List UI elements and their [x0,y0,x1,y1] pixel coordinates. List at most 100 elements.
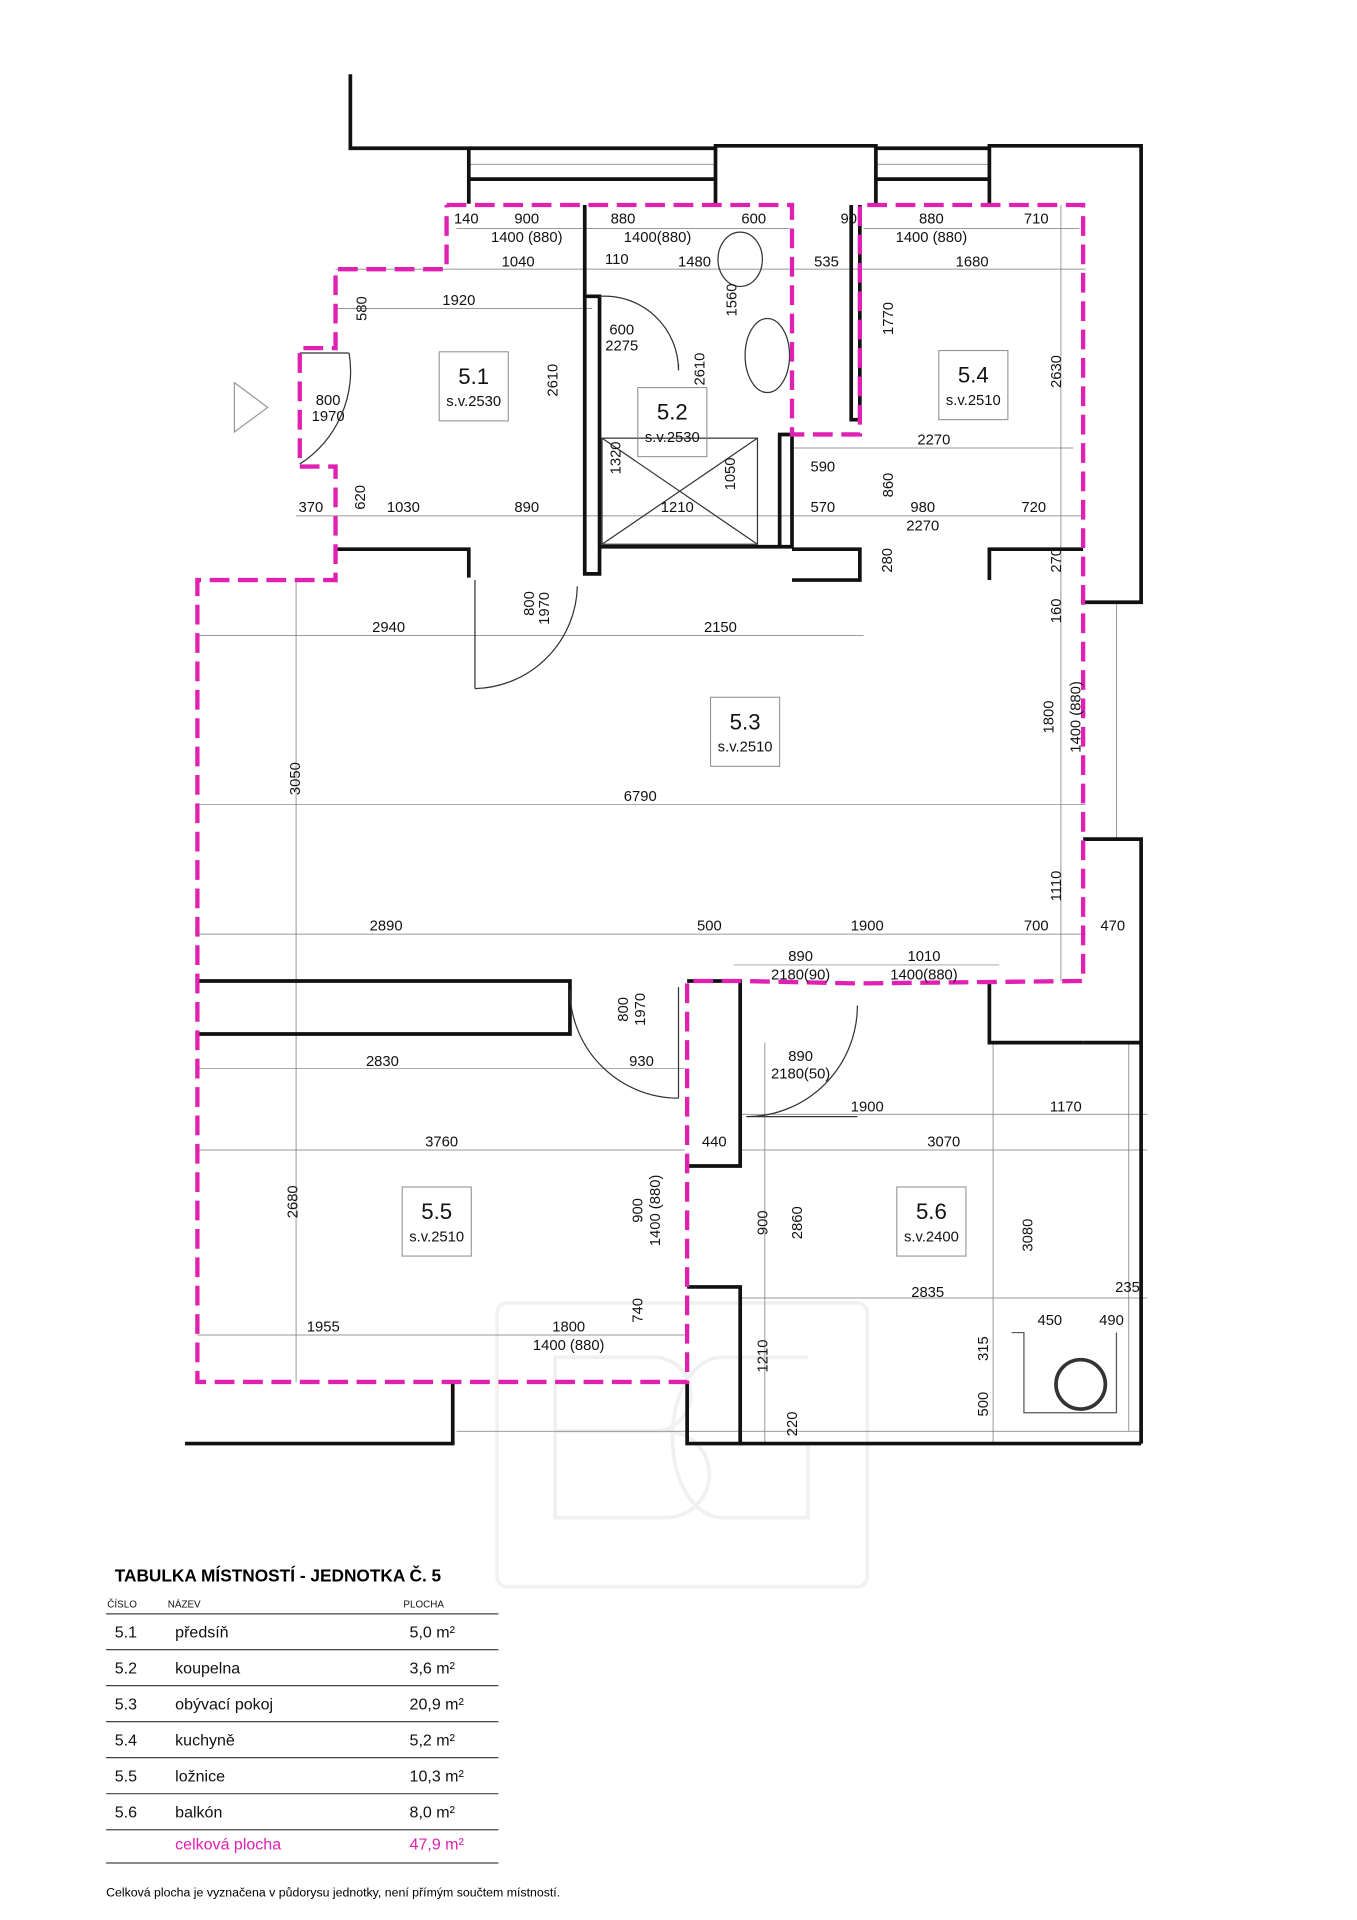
shower-tray-icon [601,437,759,545]
row-number: 5.5 [115,1767,137,1785]
dimension-label: 2610 [692,353,708,386]
row-area: 8,0 m² [410,1803,456,1821]
dimension-label: 6790 [624,789,657,805]
dimension-label: 2180(90) [771,968,830,984]
total-area: 47,9 m² [410,1835,465,1853]
dimension-label: 930 [629,1054,654,1070]
dimension-label: 600 [741,212,766,228]
dimension-label: 1900 [851,1100,884,1116]
dimension-label: 1480 [678,255,711,271]
room-number: 5.3 [730,709,761,734]
chimney-icon [1054,1357,1108,1411]
dimension-label: 700 [1024,918,1049,934]
row-number: 5.6 [115,1803,137,1821]
dimension-label: 1970 [312,409,345,425]
dimension-label: 1400(880) [890,968,958,984]
dimension-label: 270 [1049,548,1065,573]
room-height: s.v.2400 [904,1229,959,1245]
dimension-label: 2275 [605,339,638,355]
door-arc [746,1005,858,1118]
door-arc [599,295,680,371]
row-number: 5.3 [115,1695,137,1713]
dimension-label: 1920 [442,293,475,309]
dimension-label: 880 [611,212,636,228]
dimension-label: 570 [810,500,835,516]
fixtures [233,231,1118,1414]
footnote: Celková plocha je vyznačena v půdorysu j… [106,1885,560,1899]
dimension-label: 600 [609,323,634,339]
dimension-label: 1010 [908,949,941,965]
dimension-label: 1400 (880) [491,230,563,246]
row-number: 5.1 [115,1623,137,1641]
entrance-arrow-icon [233,381,269,434]
dimension-label: 2680 [285,1185,301,1218]
row-name: koupelna [175,1659,240,1677]
dimension-label: 2610 [546,364,562,397]
row-number: 5.4 [115,1731,137,1749]
dimension-label: 1560 [724,284,740,317]
dimension-label: 1680 [956,255,989,271]
room-label-2: 5.2s.v.2530 [637,387,708,458]
dimension-label: 1320 [609,441,625,474]
dimension-lines [197,163,1148,1444]
dimension-label: 2835 [911,1285,944,1301]
toilet-icon [717,231,764,288]
dimension-label: 2630 [1049,355,1065,388]
dimension-label: 440 [702,1134,727,1150]
dimension-label: 315 [976,1336,992,1361]
dimension-label: 800 [316,393,341,409]
total-area-outline [195,202,1086,1385]
dimension-label: 450 [1037,1313,1062,1329]
dimension-label: 2270 [906,519,939,535]
dimension-label: 500 [697,918,722,934]
dimension-label: 2270 [917,432,950,448]
dimension-label: 2830 [366,1054,399,1070]
dimension-label: 2180(50) [771,1066,830,1082]
room-height: s.v.2510 [718,740,773,756]
dimension-label: 220 [785,1411,801,1436]
row-number: 5.2 [115,1659,137,1677]
total-label: celková plocha [175,1835,281,1853]
row-name: kuchyně [175,1731,235,1749]
dimension-label: 800 [522,591,538,616]
dimension-label: 620 [353,485,369,510]
dimension-label: 1970 [537,592,553,625]
dimension-label: 1970 [633,993,649,1026]
header-name: NÁZEV [168,1600,201,1611]
room-label-4: 5.4s.v.2510 [938,350,1009,421]
dimension-label: 720 [1021,500,1046,516]
dimension-label: 160 [1049,599,1065,624]
dimension-label: 1400 (880) [896,230,968,246]
dimension-label: 2890 [370,918,403,934]
dimension-label: 1210 [755,1340,771,1373]
room-height: s.v.2510 [409,1229,464,1245]
door-arc [299,352,352,465]
dimension-label: 1400 (880) [648,1175,664,1247]
dimension-label: 2860 [790,1206,806,1239]
dimension-label: 3080 [1021,1219,1037,1252]
row-name: obývací pokoj [175,1695,273,1713]
dimension-label: 235 [1115,1280,1140,1296]
dimension-label: 900 [631,1198,647,1223]
room-number: 5.2 [657,400,688,425]
dimension-label: 890 [788,949,813,965]
room-label-box [438,351,509,422]
dimension-label: 1400 (880) [533,1338,605,1354]
door-arc [569,987,680,1099]
dimension-label: 590 [810,459,835,475]
room-label-5: 5.5s.v.2510 [401,1186,472,1257]
dimension-label: 2940 [372,620,405,636]
door-arc [474,580,578,690]
dimension-label: 370 [299,500,324,516]
dimension-label: 1040 [502,255,535,271]
dimension-label: 900 [514,212,539,228]
dimension-label: 1110 [1049,871,1065,902]
dimension-label: 3760 [425,1134,458,1150]
dimension-label: 535 [814,255,839,271]
header-area: PLOCHA [403,1600,444,1611]
